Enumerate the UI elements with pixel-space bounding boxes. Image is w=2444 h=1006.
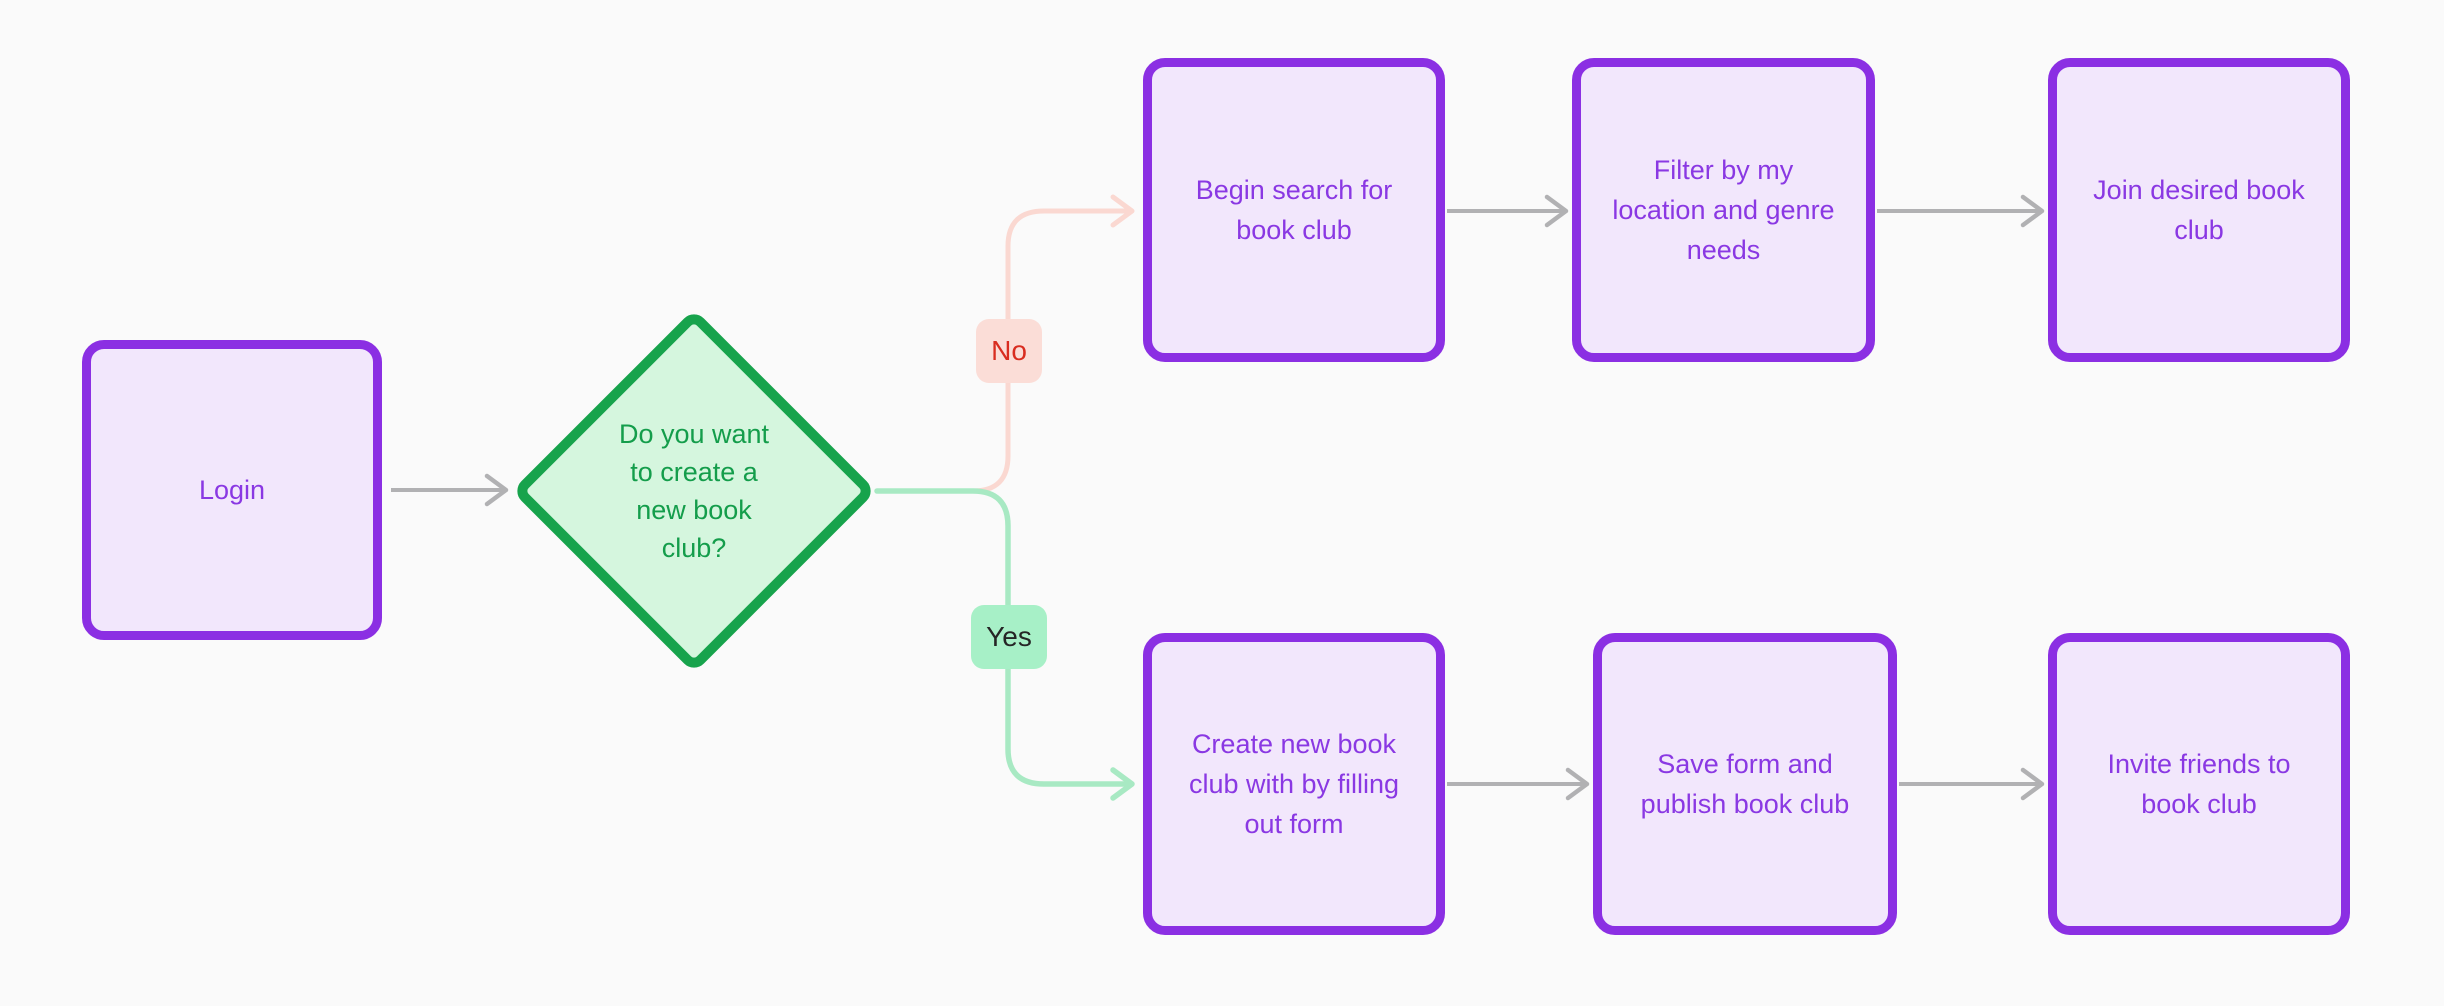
node-begin-search-label: Begin search for book club (1195, 175, 1393, 245)
edge-label-no-text: No (991, 335, 1027, 366)
node-join-label: Join desired book club (2093, 175, 2305, 245)
edge-label-yes-text: Yes (986, 621, 1032, 652)
node-login-label: Login (198, 475, 266, 505)
node-decision-label-wrap: Do you want to create a new book club? (574, 381, 814, 601)
node-create-label: Create new book club with by filling out… (1188, 729, 1400, 839)
node-save-label: Save form and publish book club (1640, 749, 1850, 819)
node-login[interactable]: Login (82, 340, 382, 640)
node-invite[interactable]: Invite friends to book club (2048, 633, 2350, 935)
node-begin-search[interactable]: Begin search for book club (1143, 58, 1445, 362)
node-invite-label: Invite friends to book club (2107, 749, 2291, 819)
node-decision-label: Do you want to create a new book club? (618, 419, 770, 563)
edge-label-no[interactable]: No (976, 319, 1042, 383)
edge-decision-yes-branch (874, 488, 1135, 801)
edge-decision-no-branch (874, 194, 1135, 494)
node-create[interactable]: Create new book club with by filling out… (1143, 633, 1445, 935)
node-filter[interactable]: Filter by my location and genre needs (1572, 58, 1875, 362)
edge-label-yes[interactable]: Yes (971, 605, 1047, 669)
node-join[interactable]: Join desired book club (2048, 58, 2350, 362)
node-filter-label: Filter by my location and genre needs (1612, 155, 1835, 265)
node-save[interactable]: Save form and publish book club (1593, 633, 1897, 935)
